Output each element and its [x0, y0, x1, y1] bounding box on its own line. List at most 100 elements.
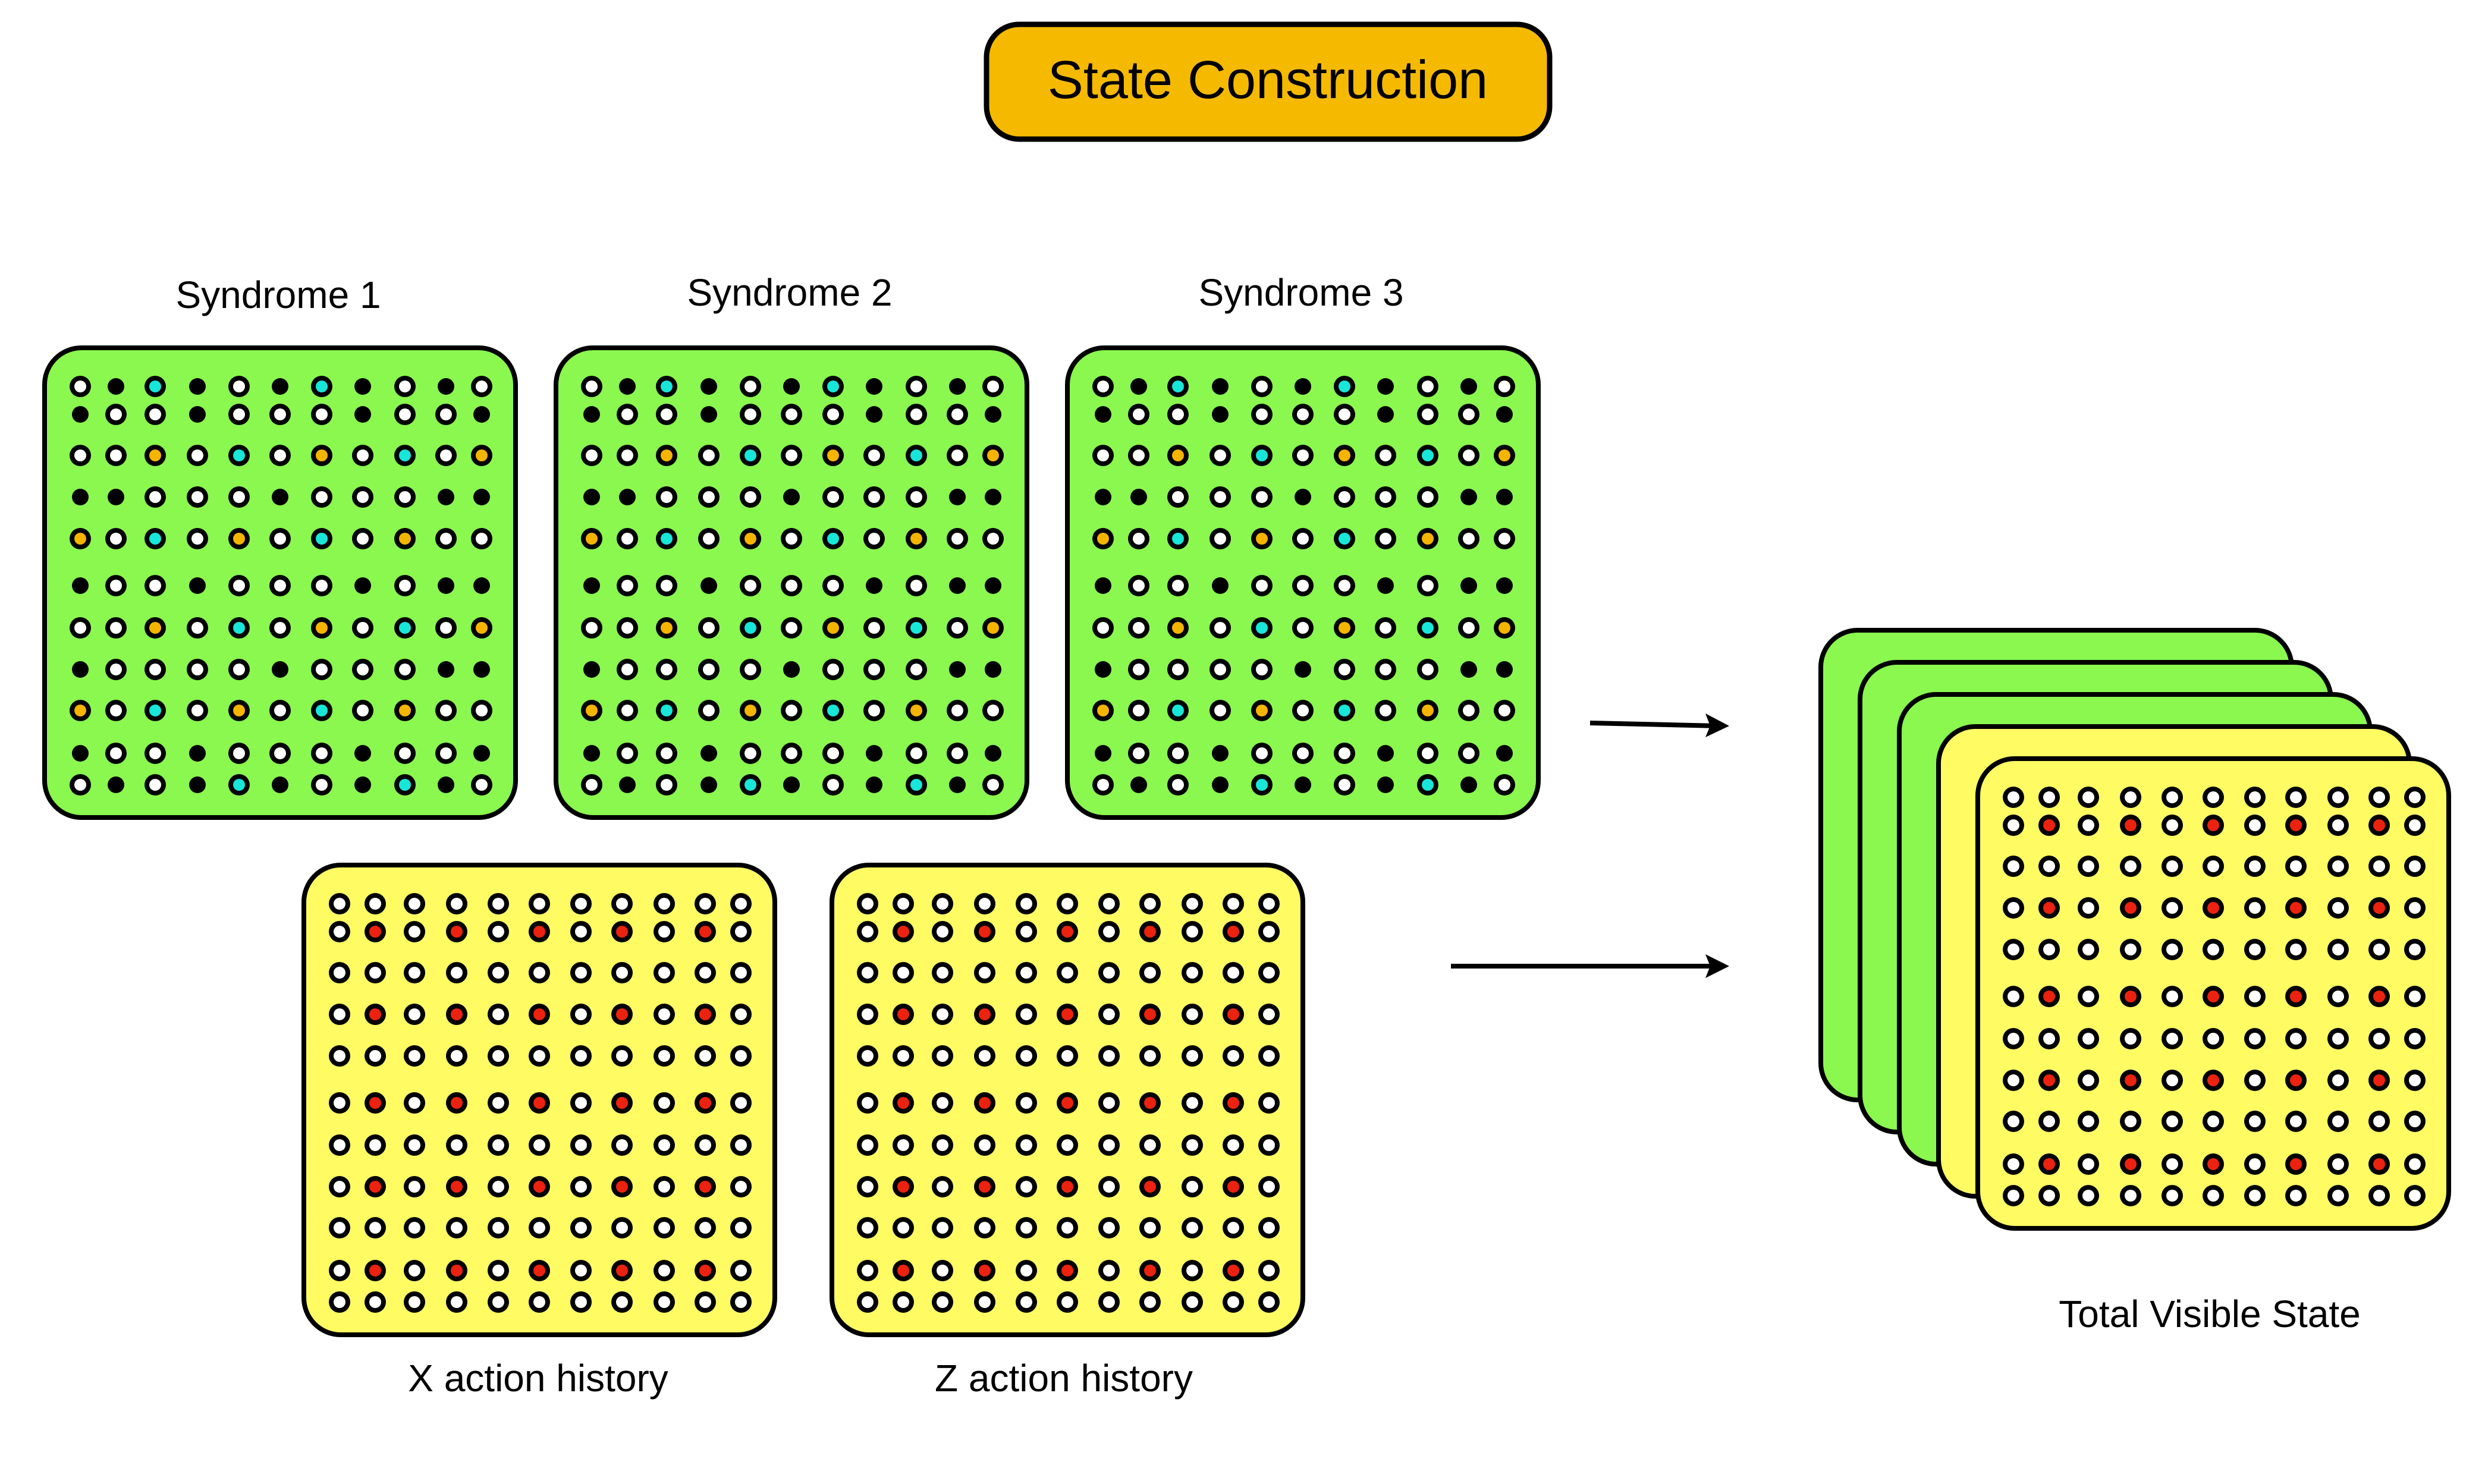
white-qubit-dot [893, 893, 914, 914]
cyan-qubit-dot [1334, 376, 1355, 397]
cyan-qubit-dot [394, 445, 416, 466]
orange-qubit-dot [1494, 617, 1515, 639]
white-qubit-dot [781, 404, 802, 425]
white-qubit-dot [1182, 1092, 1203, 1114]
white-qubit-dot [863, 617, 885, 639]
black-dot-dot [700, 378, 717, 395]
black-dot-dot [1212, 745, 1229, 762]
white-qubit-dot [656, 404, 677, 425]
white-qubit-dot [1292, 743, 1314, 764]
white-qubit-dot [529, 1217, 550, 1238]
black-dot-dot [619, 378, 636, 395]
white-qubit-dot [1182, 921, 1203, 942]
white-qubit-dot [617, 659, 638, 680]
cyan-qubit-dot [1334, 528, 1355, 549]
white-qubit-dot [1375, 445, 1396, 466]
white-qubit-dot [488, 1004, 509, 1025]
black-dot-dot [1095, 661, 1111, 678]
white-qubit-dot [654, 1291, 675, 1313]
white-qubit-dot [2038, 1028, 2060, 1049]
white-qubit-dot [617, 404, 638, 425]
black-dot-dot [700, 745, 717, 762]
white-qubit-dot [1139, 1217, 1161, 1238]
white-qubit-dot [781, 617, 802, 639]
orange-qubit-dot [581, 528, 602, 549]
white-qubit-dot [1182, 1176, 1203, 1197]
white-qubit-dot [2078, 939, 2099, 960]
white-qubit-dot [404, 1045, 425, 1067]
white-qubit-dot [1417, 575, 1438, 596]
black-dot-dot [72, 489, 89, 505]
white-qubit-dot [570, 1092, 592, 1114]
black-dot-dot [1130, 776, 1147, 793]
white-qubit-dot [857, 1004, 878, 1025]
syndrome-2-panel [554, 345, 1029, 820]
white-qubit-dot [1182, 1004, 1203, 1025]
white-qubit-dot [529, 1291, 550, 1313]
cyan-qubit-dot [394, 617, 416, 639]
black-dot-dot [1212, 577, 1229, 594]
white-qubit-dot [2327, 1070, 2349, 1091]
white-qubit-dot [730, 1217, 752, 1238]
title-text: State Construction [1048, 51, 1488, 110]
white-qubit-dot [730, 1134, 752, 1156]
white-qubit-dot [2368, 787, 2390, 808]
white-qubit-dot [2162, 1028, 2183, 1049]
white-qubit-dot [144, 743, 166, 764]
white-qubit-dot [1167, 404, 1189, 425]
white-qubit-dot [932, 1092, 953, 1114]
black-dot-dot [354, 406, 371, 423]
white-qubit-dot [822, 404, 844, 425]
white-qubit-dot [1258, 1045, 1280, 1067]
white-qubit-dot [1223, 893, 1244, 914]
red-qubit-dot [974, 1260, 995, 1281]
white-qubit-dot [1182, 1260, 1203, 1281]
white-qubit-dot [1182, 893, 1203, 914]
white-qubit-dot [105, 445, 127, 466]
white-qubit-dot [932, 1176, 953, 1197]
white-qubit-dot [2203, 939, 2224, 960]
orange-qubit-dot [982, 445, 1004, 466]
red-qubit-dot [2120, 1153, 2141, 1175]
white-qubit-dot [435, 617, 457, 639]
white-qubit-dot [1167, 774, 1189, 796]
white-qubit-dot [352, 486, 373, 508]
red-qubit-dot [446, 1092, 467, 1114]
white-qubit-dot [581, 445, 602, 466]
white-qubit-dot [730, 893, 752, 914]
black-dot-dot [1460, 489, 1477, 505]
red-qubit-dot [2285, 815, 2307, 836]
white-qubit-dot [471, 376, 492, 397]
arrow-actions-to-stack [1451, 954, 1729, 978]
white-qubit-dot [1098, 893, 1120, 914]
black-dot-dot [1295, 776, 1311, 793]
red-qubit-dot [365, 1260, 386, 1281]
white-qubit-dot [932, 1004, 953, 1025]
white-qubit-dot [2327, 939, 2349, 960]
orange-qubit-dot [1092, 700, 1114, 721]
white-qubit-dot [2003, 986, 2024, 1007]
orange-qubit-dot [906, 528, 927, 549]
white-qubit-dot [228, 376, 250, 397]
white-qubit-dot [488, 1260, 509, 1281]
white-qubit-dot [740, 743, 761, 764]
black-dot-dot [1496, 745, 1513, 762]
white-qubit-dot [1016, 1176, 1037, 1197]
red-qubit-dot [974, 1004, 995, 1025]
black-dot-dot [583, 489, 600, 505]
white-qubit-dot [2404, 939, 2426, 960]
white-qubit-dot [1139, 1134, 1161, 1156]
white-qubit-dot [187, 445, 208, 466]
black-dot-dot [1095, 489, 1111, 505]
cyan-qubit-dot [228, 774, 250, 796]
white-qubit-dot [698, 528, 720, 549]
white-qubit-dot [488, 1134, 509, 1156]
cyan-qubit-dot [1334, 700, 1355, 721]
black-dot-dot [1377, 378, 1394, 395]
white-qubit-dot [974, 962, 995, 983]
white-qubit-dot [2404, 897, 2426, 919]
black-dot-dot [1460, 577, 1477, 594]
white-qubit-dot [529, 1045, 550, 1067]
white-qubit-dot [2404, 787, 2426, 808]
white-qubit-dot [2404, 1153, 2426, 1175]
